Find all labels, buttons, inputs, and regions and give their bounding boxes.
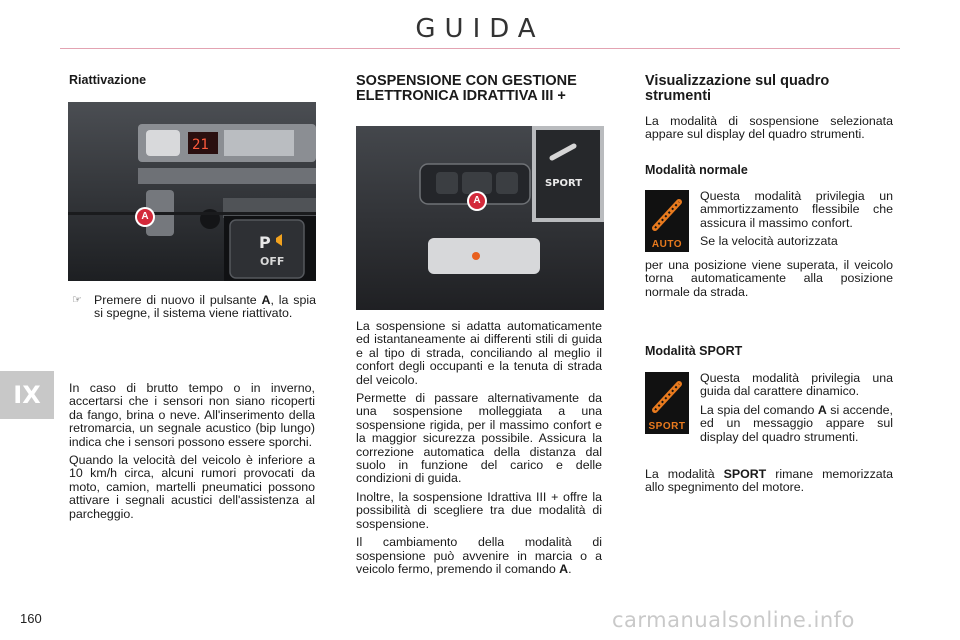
reactivation-heading: Riattivazione	[69, 73, 147, 87]
marker-a-console: A	[469, 193, 485, 209]
off-inset-label: OFF	[260, 255, 284, 268]
svg-text:P: P	[259, 233, 271, 252]
bullet-instruction: ☞ Premere di nuovo il pulsante A, la spi…	[72, 293, 317, 321]
suspension-heading: SOSPENSIONE CON GESTIONE ELETTRONICA IDR…	[356, 73, 577, 104]
display-intro: La modalità di sospensione selezionata a…	[645, 114, 893, 142]
display-heading: Visualizzazione sul quadro strumenti	[645, 73, 830, 104]
marker-a-dashboard: A	[137, 209, 153, 225]
sport-memory-text: La modalità SPORT rimane memorizzata all…	[645, 467, 893, 495]
weather-paragraph: In caso di brutto tempo o in inverno, ac…	[69, 381, 315, 449]
sport-icon-caption: SPORT	[648, 421, 686, 432]
speed-paragraph: Quando la velocità del veicolo è inferio…	[69, 453, 315, 521]
title-divider	[60, 48, 900, 49]
modes-paragraph: Inoltre, la sospensione Idrattiva III + …	[356, 489, 602, 531]
page-number: 160	[20, 611, 42, 626]
page-title: GUIDA	[415, 14, 545, 44]
suspension-photo: SPORT	[356, 126, 604, 310]
bullet-text: Premere di nuovo il pulsante A, la spia …	[94, 293, 317, 321]
console-illustration: SPORT	[356, 126, 604, 310]
normal-mode-text: Questa modalità privilegia un ammortizza…	[700, 189, 893, 249]
alternation-paragraph: Permette di passare alternativamente da …	[356, 391, 602, 486]
dashboard-illustration: 21 P OFF	[68, 102, 316, 281]
sport-inset-label: SPORT	[545, 178, 582, 189]
left-body: In caso di brutto tempo o in inverno, ac…	[69, 381, 315, 526]
auto-icon-caption: AUTO	[651, 239, 683, 250]
middle-body: La sospensione si adatta automaticamente…	[356, 319, 602, 581]
sport-mode-heading: Modalità SPORT	[645, 344, 743, 358]
change-mode-paragraph: Il cambiamento della modalità di sospens…	[356, 535, 602, 576]
watermark: carmanualsonline.info	[612, 608, 855, 632]
adaptation-paragraph: La sospensione si adatta automaticamente…	[356, 319, 602, 387]
sport-mode-text: Questa modalità privilegia una guida dal…	[700, 371, 893, 444]
normal-mode-continuation: per una posizione viene superata, il vei…	[645, 258, 893, 299]
pointing-hand-icon: ☞	[72, 294, 82, 306]
chapter-tab: IX	[0, 371, 54, 419]
svg-text:21: 21	[192, 137, 209, 153]
normal-mode-heading: Modalità normale	[645, 163, 748, 177]
dashboard-photo: 21 P OFF	[68, 102, 316, 281]
auto-mode-icon: AUTO	[645, 190, 689, 252]
sport-mode-icon: SPORT	[645, 372, 689, 434]
